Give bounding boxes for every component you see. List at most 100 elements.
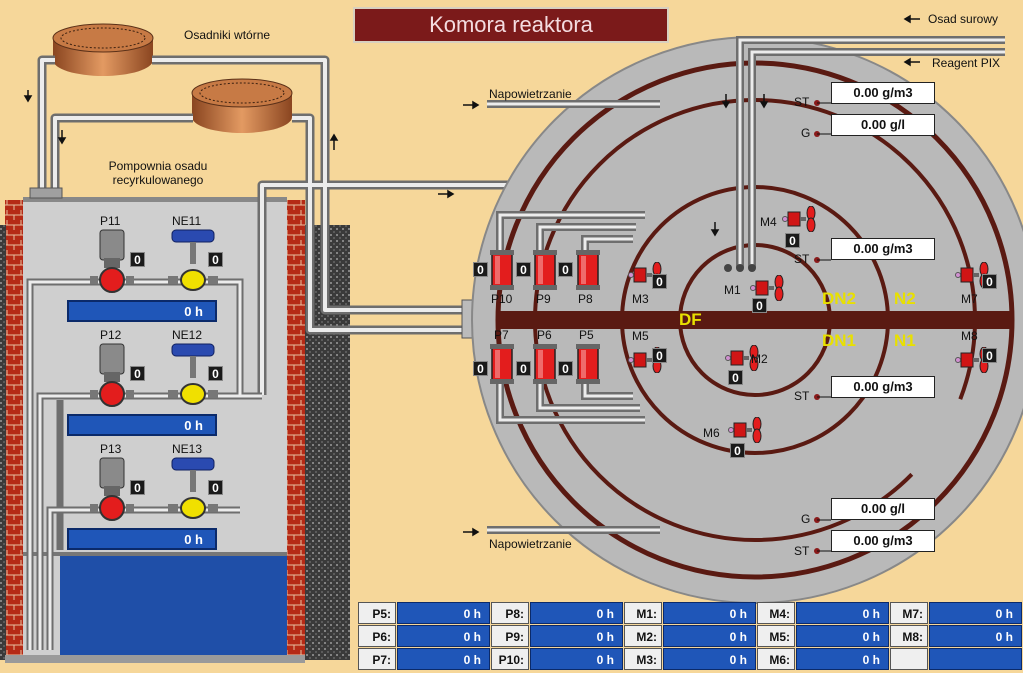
suspended-solids-readout: 0.00 g/m3 bbox=[831, 238, 935, 260]
readout-tag: ST bbox=[794, 95, 810, 109]
mixer-label: M6 bbox=[703, 426, 720, 440]
reactor-pump-label: P9 bbox=[536, 292, 551, 306]
zone-dn1: DN1 bbox=[822, 331, 857, 350]
runtime-label: P10: bbox=[491, 648, 529, 670]
mixer-icon[interactable] bbox=[725, 345, 759, 371]
pump-group-p13: P13 NE13 0 0 0 h bbox=[60, 438, 290, 558]
runtime-value: 0 h bbox=[663, 625, 756, 647]
reactor-pump-label: P10 bbox=[491, 292, 513, 306]
reactor-pump-icon[interactable] bbox=[576, 344, 600, 384]
runtime-value: 0 h bbox=[796, 625, 889, 647]
readout-tag: ST bbox=[794, 389, 810, 403]
runtime-label: M5: bbox=[757, 625, 795, 647]
mixer-icon[interactable] bbox=[750, 275, 784, 301]
runtime-value: 0 h bbox=[397, 625, 490, 647]
runtime-label: M2: bbox=[624, 625, 662, 647]
runtime-label: M4: bbox=[757, 602, 795, 624]
runtime-value bbox=[929, 648, 1022, 670]
runtime-value: 0 h bbox=[663, 648, 756, 670]
mixer-label: M2 bbox=[751, 352, 768, 366]
valve-status-indicator: 0 bbox=[208, 366, 223, 381]
control-valve-icon[interactable] bbox=[168, 342, 218, 412]
pump-label: P12 bbox=[100, 328, 122, 342]
pump-motor-icon[interactable] bbox=[90, 456, 134, 526]
valve-label: NE12 bbox=[172, 328, 203, 342]
runtime-value: 0 h bbox=[397, 602, 490, 624]
runtime-label: P9: bbox=[491, 625, 529, 647]
runtime-label: M1: bbox=[624, 602, 662, 624]
reactor-pump-label: P7 bbox=[494, 328, 509, 342]
concentration-readout: 0.00 g/l bbox=[831, 114, 935, 136]
reactor-pump-status: 0 bbox=[473, 262, 488, 277]
readout-tag: G bbox=[801, 126, 811, 140]
valve-status-indicator: 0 bbox=[208, 252, 223, 267]
mixer-status: 0 bbox=[652, 348, 667, 363]
reactor-pump-status: 0 bbox=[558, 262, 573, 277]
pump-status-indicator: 0 bbox=[130, 252, 145, 267]
valve-label: NE13 bbox=[172, 442, 203, 456]
mixer-status: 0 bbox=[982, 274, 997, 289]
pump-status-indicator: 0 bbox=[130, 366, 145, 381]
mixer-label: M3 bbox=[632, 292, 649, 306]
mixer-status: 0 bbox=[982, 348, 997, 363]
mixer-label: M1 bbox=[724, 283, 741, 297]
reactor-pump-label: P5 bbox=[579, 328, 594, 342]
page-title: Komora reaktora bbox=[353, 7, 669, 43]
runtime-value: 0 h bbox=[663, 602, 756, 624]
reactor-pump-icon[interactable] bbox=[576, 250, 600, 290]
mixer-status: 0 bbox=[752, 298, 767, 313]
reactor-chamber bbox=[471, 36, 1023, 604]
runtime-value: 0 h bbox=[397, 648, 490, 670]
valve-label: NE11 bbox=[172, 214, 202, 228]
pump-motor-icon[interactable] bbox=[90, 342, 134, 412]
pump-label: P11 bbox=[100, 214, 121, 228]
mixer-label: M8 bbox=[961, 329, 978, 343]
runtime-value: 0 h bbox=[929, 625, 1022, 647]
runtime-value: 0 h bbox=[796, 648, 889, 670]
mixer-icon[interactable] bbox=[782, 206, 816, 232]
pump-hours-counter: 0 h bbox=[67, 528, 217, 550]
mixer-icon[interactable] bbox=[955, 262, 989, 288]
settler-2 bbox=[191, 78, 293, 133]
control-valve-icon[interactable] bbox=[168, 228, 218, 298]
runtime-label: M3: bbox=[624, 648, 662, 670]
pump-hours-counter: 0 h bbox=[67, 414, 217, 436]
mixer-status: 0 bbox=[730, 443, 745, 458]
control-valve-icon[interactable] bbox=[168, 456, 218, 526]
reactor-pump-icon[interactable] bbox=[490, 250, 514, 290]
runtime-value: 0 h bbox=[530, 602, 623, 624]
reactor-pump-label: P8 bbox=[578, 292, 593, 306]
mixer-status: 0 bbox=[652, 274, 667, 289]
reactor-pump-status: 0 bbox=[473, 361, 488, 376]
mixer-icon[interactable] bbox=[728, 417, 762, 443]
pump-motor-icon[interactable] bbox=[90, 228, 134, 298]
sludge-well bbox=[60, 556, 287, 660]
runtime-value: 0 h bbox=[929, 602, 1022, 624]
mixer-label: M4 bbox=[760, 215, 777, 229]
raw-sludge-label: Osad surowy bbox=[928, 12, 999, 26]
runtime-label: P6: bbox=[358, 625, 396, 647]
reactor-pump-label: P6 bbox=[537, 328, 552, 342]
mixer-label: M7 bbox=[961, 292, 978, 306]
readout-tag: G bbox=[801, 512, 811, 526]
runtime-value: 0 h bbox=[796, 602, 889, 624]
pump-label: P13 bbox=[100, 442, 122, 456]
pump-group-p11: P11 NE11 0 0 0 h bbox=[60, 210, 290, 330]
reactor-pump-icon[interactable] bbox=[533, 250, 557, 290]
zone-n1: N1 bbox=[894, 331, 916, 350]
mixer-status: 0 bbox=[728, 370, 743, 385]
reactor-pump-icon[interactable] bbox=[490, 344, 514, 384]
reactor-pump-status: 0 bbox=[516, 262, 531, 277]
zone-dn2: DN2 bbox=[822, 289, 857, 308]
runtime-label bbox=[890, 648, 928, 670]
reactor-pump-status: 0 bbox=[516, 361, 531, 376]
concentration-readout: 0.00 g/l bbox=[831, 498, 935, 520]
readout-tag: ST bbox=[794, 252, 810, 266]
settler-1 bbox=[52, 23, 154, 76]
runtime-value: 0 h bbox=[530, 625, 623, 647]
reactor-pump-icon[interactable] bbox=[533, 344, 557, 384]
readout-tag: ST bbox=[794, 544, 810, 558]
mixer-label: M5 bbox=[632, 329, 649, 343]
suspended-solids-readout: 0.00 g/m3 bbox=[831, 530, 935, 552]
